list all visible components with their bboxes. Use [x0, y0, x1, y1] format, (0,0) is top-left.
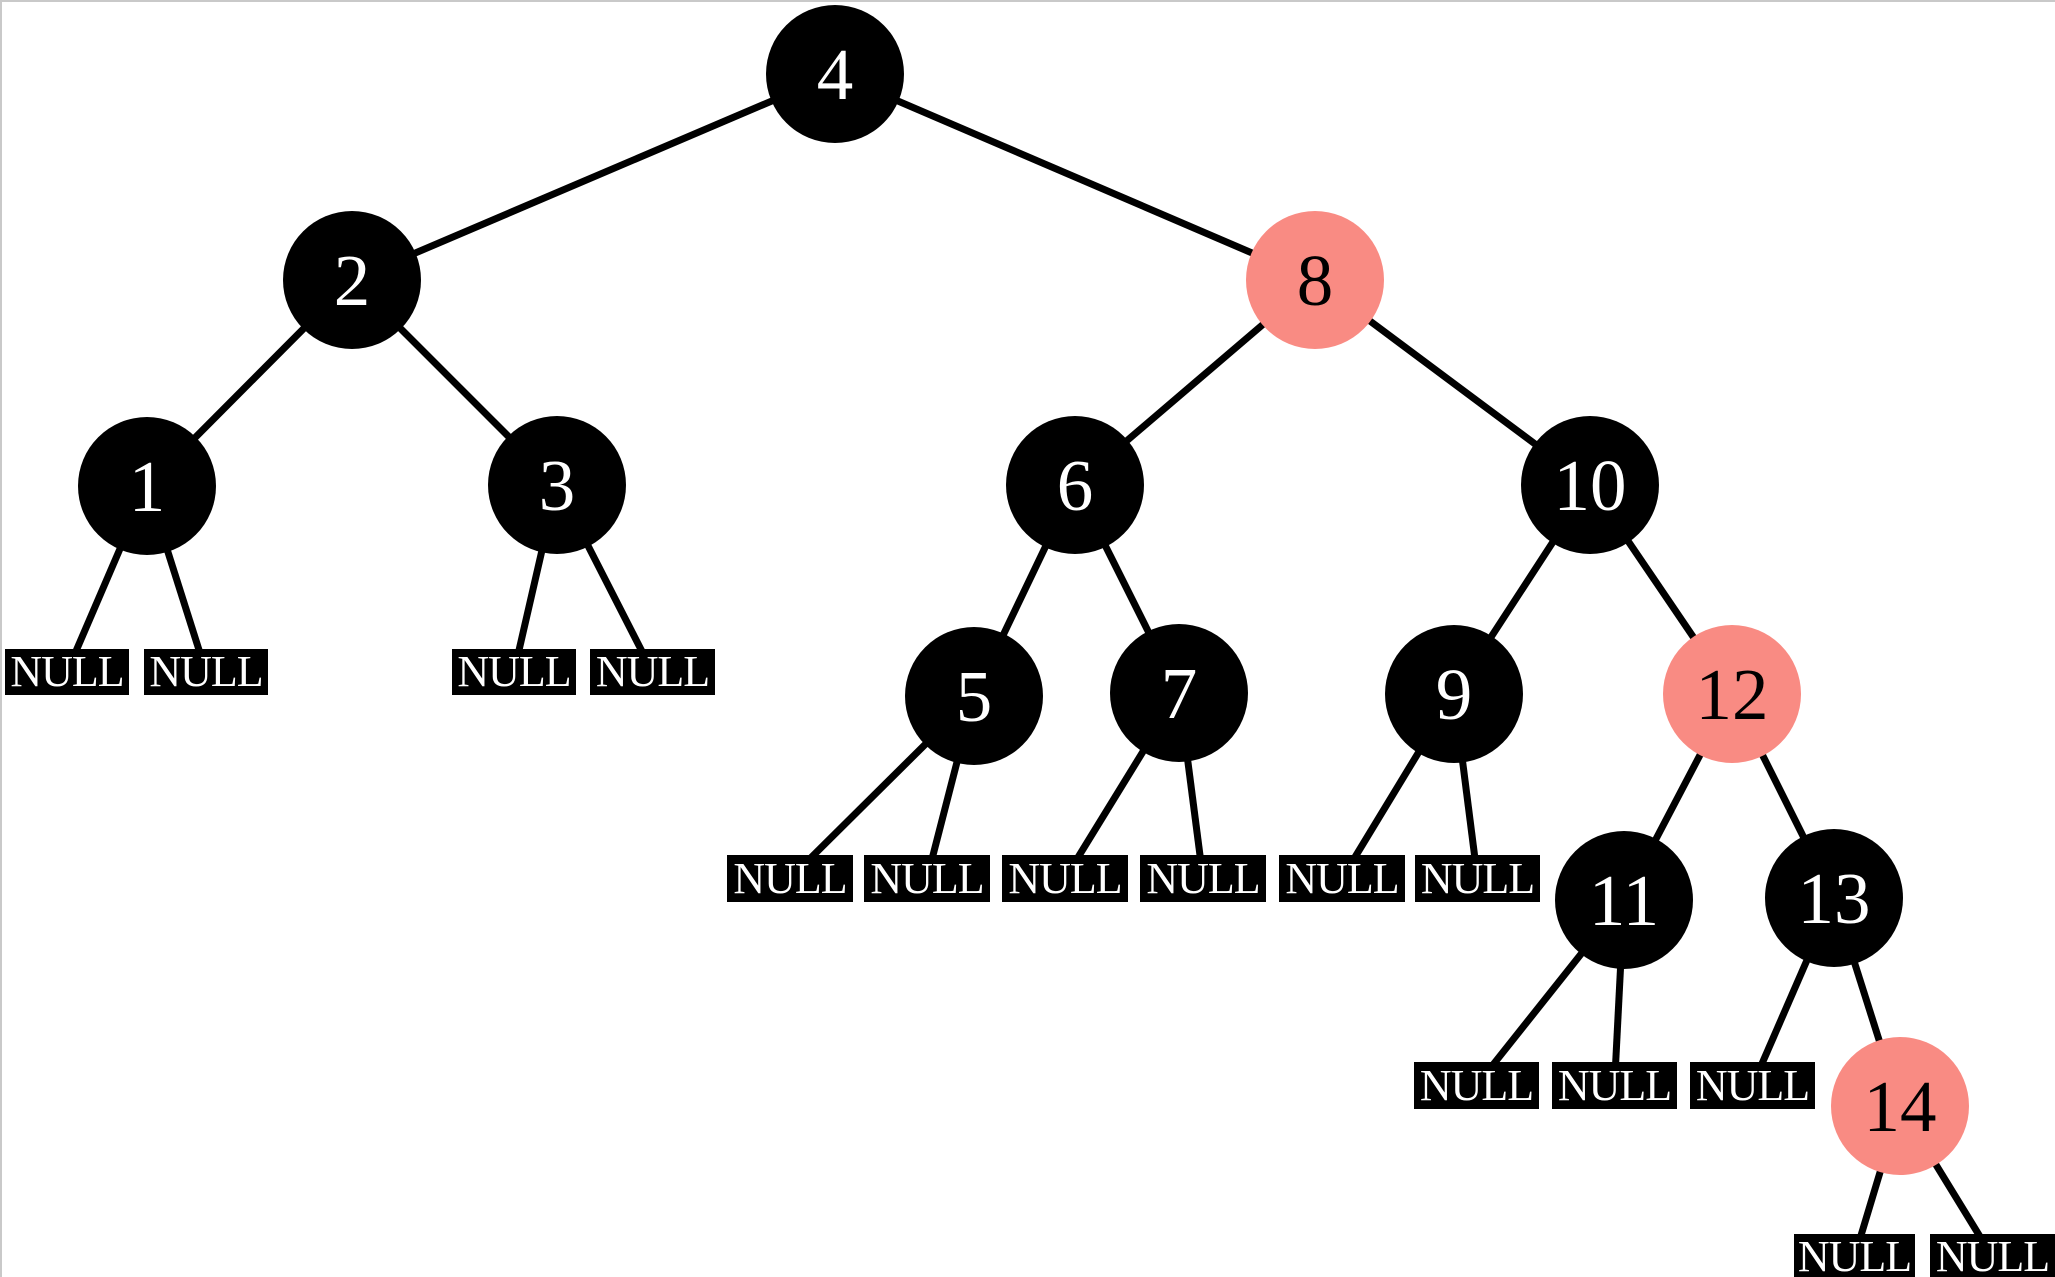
- null-label-8: NULL: [1285, 854, 1398, 903]
- node-2-label: 2: [334, 240, 371, 321]
- null-box-8: [1279, 855, 1405, 902]
- node-3-label: 3: [539, 445, 576, 526]
- node-4-circle: [766, 5, 904, 143]
- node-4-label: 4: [817, 34, 854, 115]
- node-7-label: 7: [1161, 653, 1198, 734]
- node-11-circle: [1555, 831, 1693, 969]
- node-9-label: 9: [1436, 654, 1473, 735]
- null-box-9: [1415, 855, 1540, 902]
- null-label-2: NULL: [457, 647, 570, 696]
- null-label-4: NULL: [733, 854, 846, 903]
- node-12-label: 12: [1696, 654, 1769, 735]
- node-1-circle: [78, 417, 216, 555]
- null-box-0: [5, 649, 129, 695]
- node-3-circle: [488, 416, 626, 554]
- null-label-9: NULL: [1421, 854, 1534, 903]
- null-label-1: NULL: [149, 647, 262, 696]
- null-label-5: NULL: [870, 854, 983, 903]
- node-14-label: 14: [1864, 1066, 1937, 1147]
- null-label-13: NULL: [1798, 1232, 1911, 1277]
- null-box-7: [1140, 855, 1266, 902]
- node-8-label: 8: [1297, 240, 1334, 321]
- null-label-0: NULL: [10, 647, 123, 696]
- node-10-circle: [1521, 416, 1659, 554]
- null-box-10: [1414, 1062, 1539, 1109]
- null-box-3: [590, 649, 715, 695]
- null-box-1: [144, 649, 268, 695]
- node-5-circle: [905, 627, 1043, 765]
- null-label-12: NULL: [1696, 1061, 1809, 1110]
- edge-4-8: [833, 70, 1317, 284]
- node-6-circle: [1006, 416, 1144, 554]
- null-box-2: [452, 649, 576, 695]
- node-10-label: 10: [1554, 445, 1627, 526]
- null-label-10: NULL: [1420, 1061, 1533, 1110]
- null-label-14: NULL: [1936, 1232, 2049, 1277]
- node-11-label: 11: [1589, 860, 1659, 941]
- node-8-circle: [1246, 211, 1384, 349]
- node-7-circle: [1110, 624, 1248, 762]
- node-9-circle: [1385, 625, 1523, 763]
- null-label-7: NULL: [1146, 854, 1259, 903]
- node-14-circle: [1831, 1037, 1969, 1175]
- null-label-11: NULL: [1558, 1061, 1671, 1110]
- null-box-5: [864, 855, 990, 902]
- node-2-circle: [283, 211, 421, 349]
- node-13-circle: [1765, 829, 1903, 967]
- null-box-4: [727, 855, 853, 902]
- node-6-label: 6: [1057, 445, 1094, 526]
- node-1-label: 1: [129, 446, 166, 527]
- null-label-3: NULL: [596, 647, 709, 696]
- null-box-14: [1930, 1234, 2055, 1277]
- node-12-circle: [1663, 625, 1801, 763]
- node-13-label: 13: [1798, 858, 1871, 939]
- null-box-11: [1552, 1062, 1677, 1109]
- null-box-12: [1690, 1062, 1815, 1109]
- null-label-6: NULL: [1008, 854, 1121, 903]
- edge-4-2: [350, 70, 837, 284]
- null-box-13: [1794, 1234, 1915, 1277]
- node-5-label: 5: [956, 656, 993, 737]
- null-box-6: [1002, 855, 1128, 902]
